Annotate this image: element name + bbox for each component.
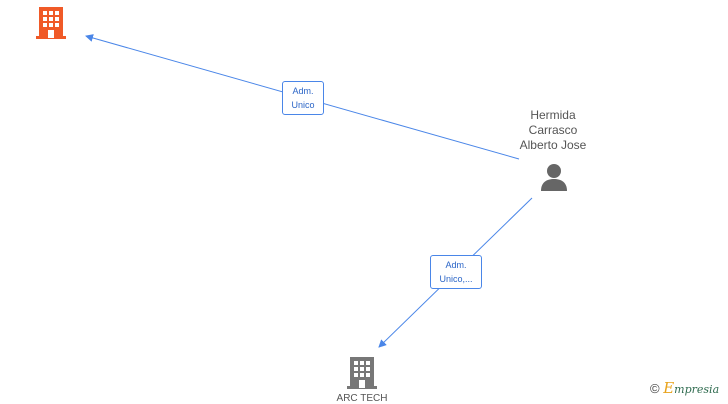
edge-label-2-line-1: Adm.	[445, 260, 467, 270]
building-icon	[36, 7, 66, 39]
company-name-2[interactable]: ARC TECH	[336, 393, 388, 404]
building-icon	[347, 357, 377, 389]
person-icon	[541, 164, 567, 191]
person-node[interactable]	[539, 162, 569, 197]
copyright-icon: ©	[650, 381, 660, 396]
person-name-line-2: Carrasco	[528, 123, 578, 137]
company-node-2[interactable]	[345, 355, 379, 396]
empresia-watermark: © Empresia	[650, 379, 719, 397]
brand-initial: E	[663, 379, 675, 397]
person-name-line-3: Alberto Jose	[519, 138, 587, 152]
edge-label-2[interactable]: Adm. Unico,...	[430, 255, 482, 289]
edge-label-1-line-1: Adm.	[292, 86, 314, 96]
person-name[interactable]: Hermida Carrasco Alberto Jose	[503, 108, 603, 153]
edge-label-1[interactable]: Adm. Unico	[282, 81, 324, 115]
brand-name: mpresia	[674, 383, 720, 396]
edge-label-2-line-2: Unico,...	[439, 274, 473, 284]
company-node-1[interactable]	[34, 5, 68, 46]
edge-label-1-line-2: Unico	[291, 100, 315, 110]
person-name-line-1: Hermida	[530, 108, 576, 122]
